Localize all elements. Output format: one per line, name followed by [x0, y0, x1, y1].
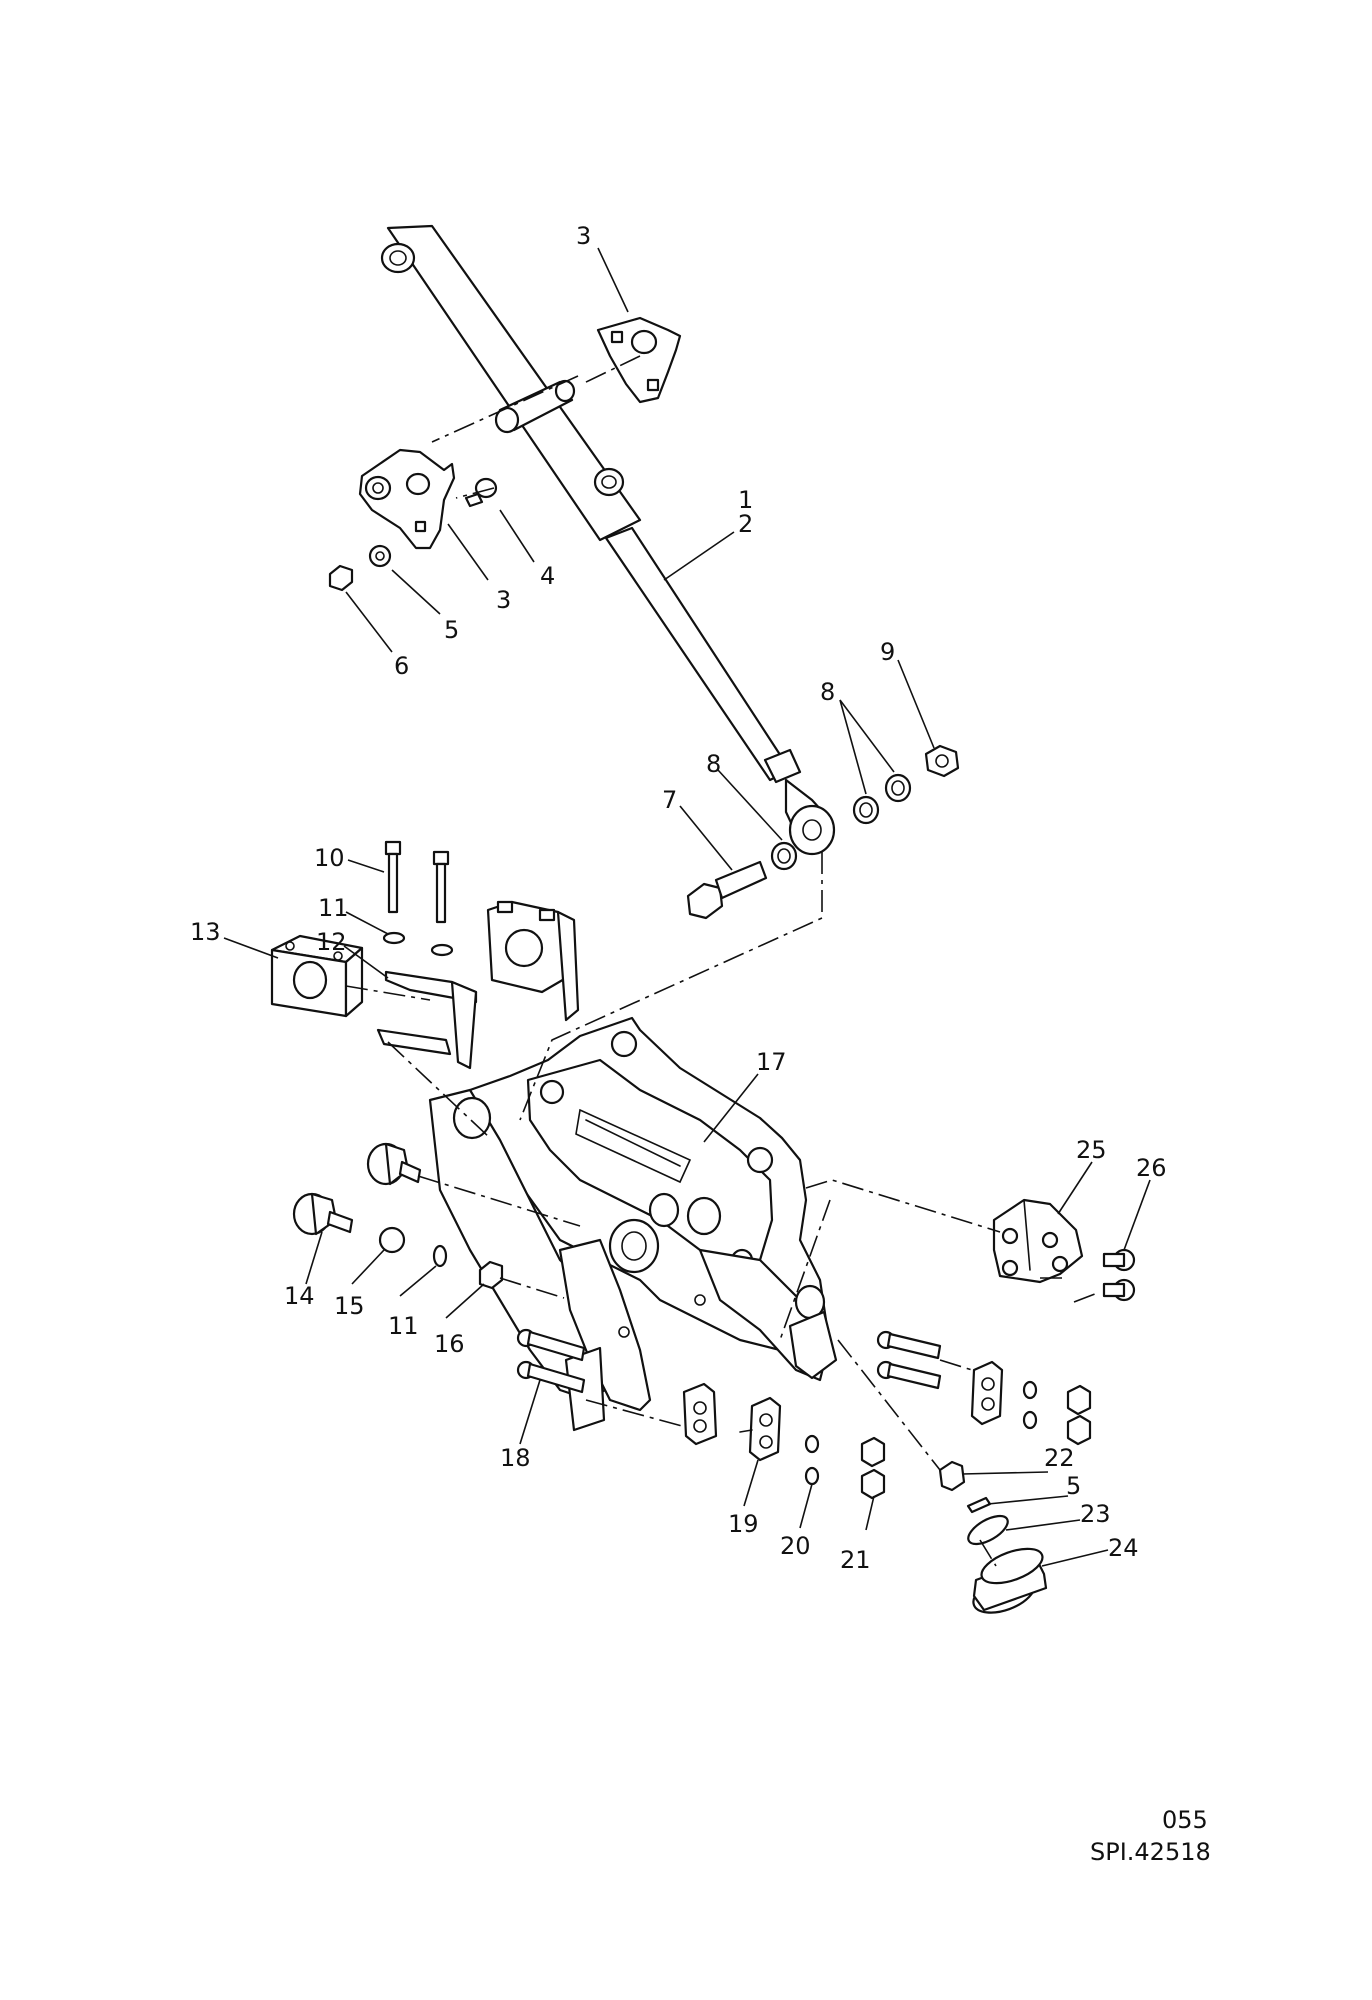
callout-5-bottom: 5: [1066, 1472, 1081, 1500]
clamp-plate-12: [376, 970, 478, 1070]
callout-8-left: 8: [706, 750, 721, 778]
callout-25: 25: [1076, 1136, 1107, 1164]
bolt-right-upper: [876, 1330, 942, 1360]
nuts-21: [860, 1384, 1092, 1500]
clamp-19-left: [682, 1382, 718, 1446]
callout-4: 4: [540, 562, 555, 590]
callout-3-top: 3: [576, 222, 591, 250]
callout-19: 19: [728, 1510, 759, 1538]
lower-bracket: [358, 448, 456, 550]
nut-16: [478, 1260, 504, 1290]
assembly-lines: [345, 355, 1101, 1567]
callout-5-top: 5: [444, 616, 459, 644]
stop-buffer-14: [292, 1192, 354, 1236]
callout-7: 7: [662, 786, 677, 814]
screw-22: [938, 1460, 966, 1492]
washer-5-lower: [966, 1496, 992, 1514]
callout-24: 24: [1108, 1534, 1139, 1562]
callout-labels: 3 1 2 4 3 5 6 9 8 8 7 10 11 12 13 17 25 …: [190, 222, 1167, 1574]
callout-2: 2: [738, 510, 753, 538]
callout-15: 15: [334, 1292, 365, 1320]
clamp-19-right: [739, 1396, 782, 1462]
bolt-right-lower: [876, 1360, 942, 1390]
callout-12: 12: [316, 928, 347, 956]
callout-22: 22: [1044, 1444, 1075, 1472]
callout-23: 23: [1080, 1500, 1111, 1528]
nut-9: [924, 744, 960, 778]
callout-26: 26: [1136, 1154, 1167, 1182]
washer-5-top: [368, 544, 392, 568]
figure-number: 055: [1162, 1806, 1208, 1834]
upper-bracket: [596, 316, 682, 404]
figure-reference: SPI.42518: [1090, 1838, 1211, 1866]
washer-11-left: [382, 931, 406, 945]
callout-21: 21: [840, 1546, 871, 1574]
callout-11-bottom: 11: [388, 1312, 419, 1340]
pedal-bracket-17: [428, 1016, 838, 1432]
callout-20: 20: [780, 1532, 811, 1560]
stop-buffer-upper: [366, 1142, 422, 1186]
bolt-7: [686, 860, 768, 920]
callout-1: 1: [738, 486, 753, 514]
column-mount-bracket: [486, 900, 580, 1022]
screw-26-lower: [1102, 1278, 1136, 1302]
pivot-bracket-25: [992, 1198, 1084, 1284]
callout-13: 13: [190, 918, 221, 946]
callout-9: 9: [880, 638, 895, 666]
callout-17: 17: [756, 1048, 787, 1076]
bolt-18-upper: [516, 1328, 586, 1362]
bushing-8-left: [770, 841, 798, 871]
bolt-10-right: [432, 850, 450, 924]
washer-11-lower: [432, 1244, 448, 1268]
callout-3-bottom: 3: [496, 586, 511, 614]
leader-lines: [223, 247, 1151, 1567]
nut-6: [328, 564, 354, 592]
pedal-pad-24: [972, 1547, 1048, 1614]
callout-8-right: 8: [820, 678, 835, 706]
callout-14: 14: [284, 1282, 315, 1310]
clamp-right: [970, 1360, 1004, 1426]
callout-18: 18: [500, 1444, 531, 1472]
callout-16: 16: [434, 1330, 465, 1358]
bolt-4: [464, 477, 498, 508]
steering-shaft: [380, 224, 836, 856]
plate-23: [967, 1514, 1009, 1546]
washer-15: [378, 1226, 406, 1254]
washers-20: [804, 1380, 1038, 1486]
washer-11-right: [430, 943, 454, 957]
clamp-block-13: [270, 934, 364, 1018]
callout-11-top: 11: [318, 894, 349, 922]
bolt-10-left: [384, 840, 402, 914]
callout-6: 6: [394, 652, 409, 680]
callout-10: 10: [314, 844, 345, 872]
bushing-8-right: [852, 773, 912, 825]
bolt-18-lower: [516, 1360, 586, 1394]
screw-26-upper: [1102, 1248, 1136, 1272]
